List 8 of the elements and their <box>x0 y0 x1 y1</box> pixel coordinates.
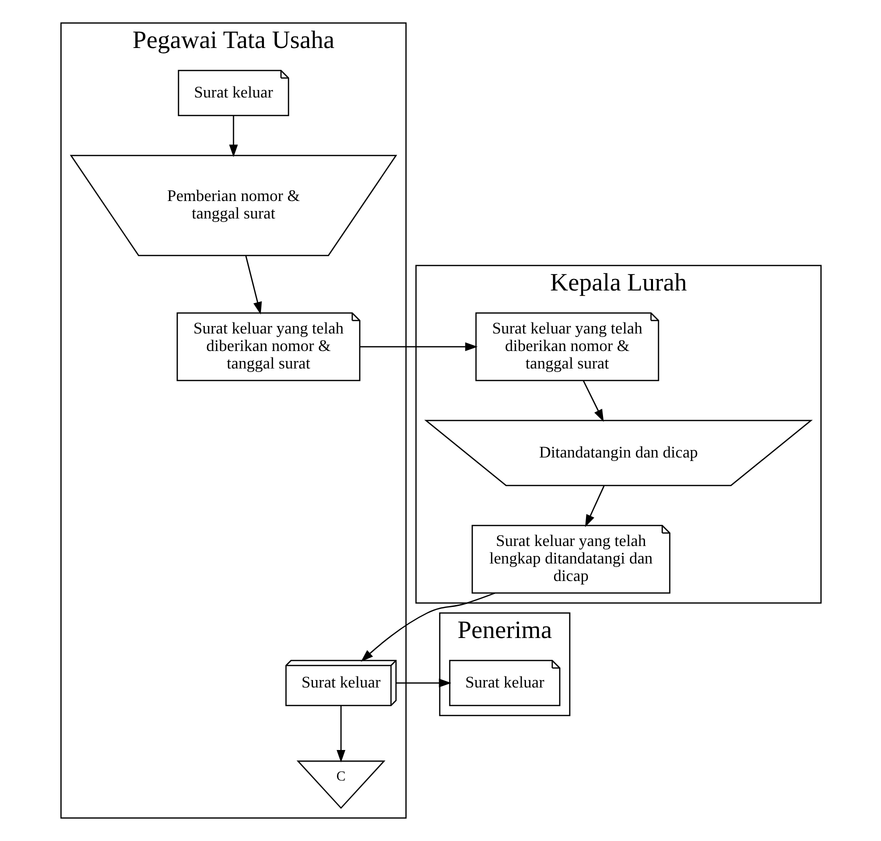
arrow <box>228 116 238 158</box>
arrow <box>396 678 451 688</box>
arrow <box>360 342 478 352</box>
arrow <box>360 592 495 662</box>
arrow <box>582 380 604 422</box>
arrow <box>336 706 345 762</box>
arrow <box>584 486 604 528</box>
arrow <box>244 256 262 314</box>
